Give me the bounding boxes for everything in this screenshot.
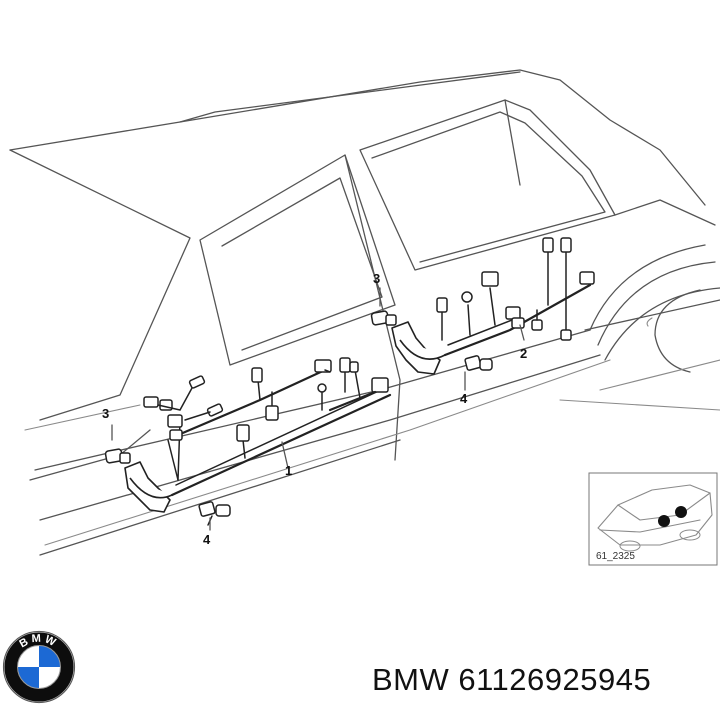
callout-3-front: 3 <box>102 406 109 421</box>
inset-ref-number: 61_2325 <box>596 551 635 562</box>
bmw-roundel-icon: BMW <box>2 630 76 704</box>
callout-4-rear: 4 <box>460 391 468 406</box>
callout-leaders <box>111 287 525 531</box>
rear-door-harness <box>370 237 595 375</box>
callout-4-front: 4 <box>203 532 211 547</box>
part-number-label: BMW 61126925945 <box>372 662 652 697</box>
inset-thumbnail: 61_2325 <box>588 472 718 566</box>
callout-2: 2 <box>520 346 527 361</box>
svg-text:BMW: BMW <box>18 633 61 651</box>
callout-1: 1 <box>285 463 292 478</box>
front-door-harness <box>104 357 392 526</box>
callout-3-rear: 3 <box>373 271 380 286</box>
